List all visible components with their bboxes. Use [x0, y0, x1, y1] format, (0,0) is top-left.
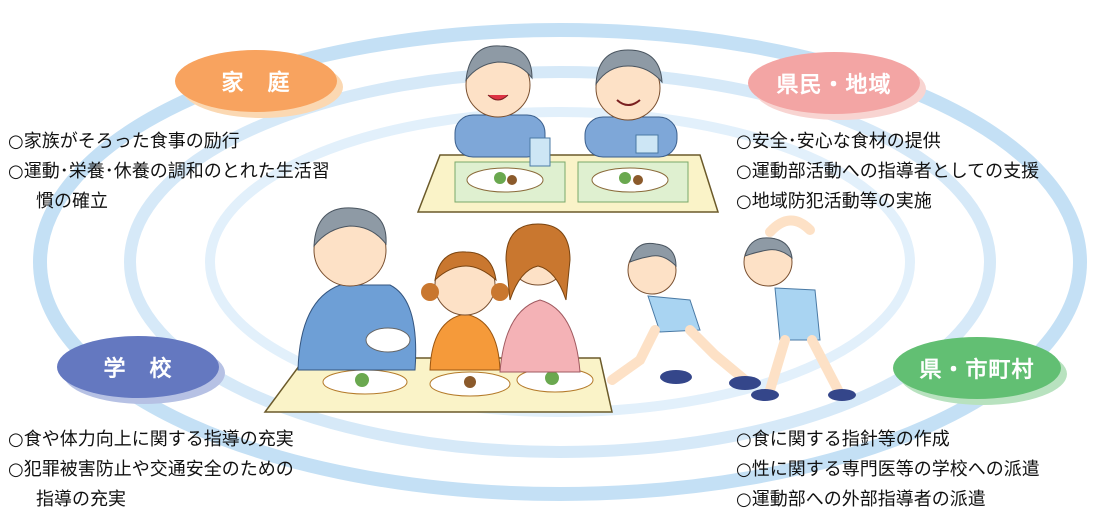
list-item: ○運動部活動への指導者としての支援 [736, 161, 1040, 182]
badge-ken-shichoson: 県・市町村 [893, 337, 1061, 399]
badge-katei: 家 庭 [175, 50, 337, 112]
family-eating-illustration [263, 207, 613, 413]
list-item: ○運動･栄養･休養の調和のとれた生活習 [8, 161, 330, 182]
katei-list: ○家族がそろった食事の励行 ○運動･栄養･休養の調和のとれた生活習 慣の確立 [8, 127, 330, 217]
list-item: ○安全･安心な食材の提供 [736, 131, 941, 152]
list-item: ○地域防犯活動等の実施 [736, 191, 932, 212]
badge-gakko: 学 校 [57, 336, 219, 398]
boys-eating-illustration [416, 45, 720, 213]
list-item: ○性に関する専門医等の学校への派遣 [736, 459, 1040, 480]
list-item: ○家族がそろった食事の励行 [8, 131, 240, 152]
badge-kenmin-chiiki: 県民・地域 [748, 52, 920, 114]
list-item: ○犯罪被害防止や交通安全のための [8, 459, 294, 480]
badge-katei-label: 家 庭 [221, 71, 291, 96]
exercising-children-illustration [607, 215, 856, 401]
badge-ken-label: 県・市町村 [919, 358, 1035, 383]
badge-kenmin-label: 県民・地域 [776, 73, 892, 98]
list-item: ○食や体力向上に関する指導の充実 [8, 429, 294, 450]
list-item: ○運動部への外部指導者の派遣 [736, 489, 986, 510]
list-item: ○食に関する指針等の作成 [736, 429, 950, 450]
kenmin-list: ○安全･安心な食材の提供 ○運動部活動への指導者としての支援 ○地域防犯活動等の… [736, 127, 1039, 217]
badge-gakko-label: 学 校 [103, 357, 173, 382]
list-item-continuation: 慣の確立 [36, 191, 108, 212]
ken-list: ○食に関する指針等の作成 ○性に関する専門医等の学校への派遣 ○運動部への外部指… [736, 425, 1040, 515]
list-item-continuation: 指導の充実 [36, 489, 126, 510]
gakko-list: ○食や体力向上に関する指導の充実 ○犯罪被害防止や交通安全のための 指導の充実 [8, 425, 294, 515]
